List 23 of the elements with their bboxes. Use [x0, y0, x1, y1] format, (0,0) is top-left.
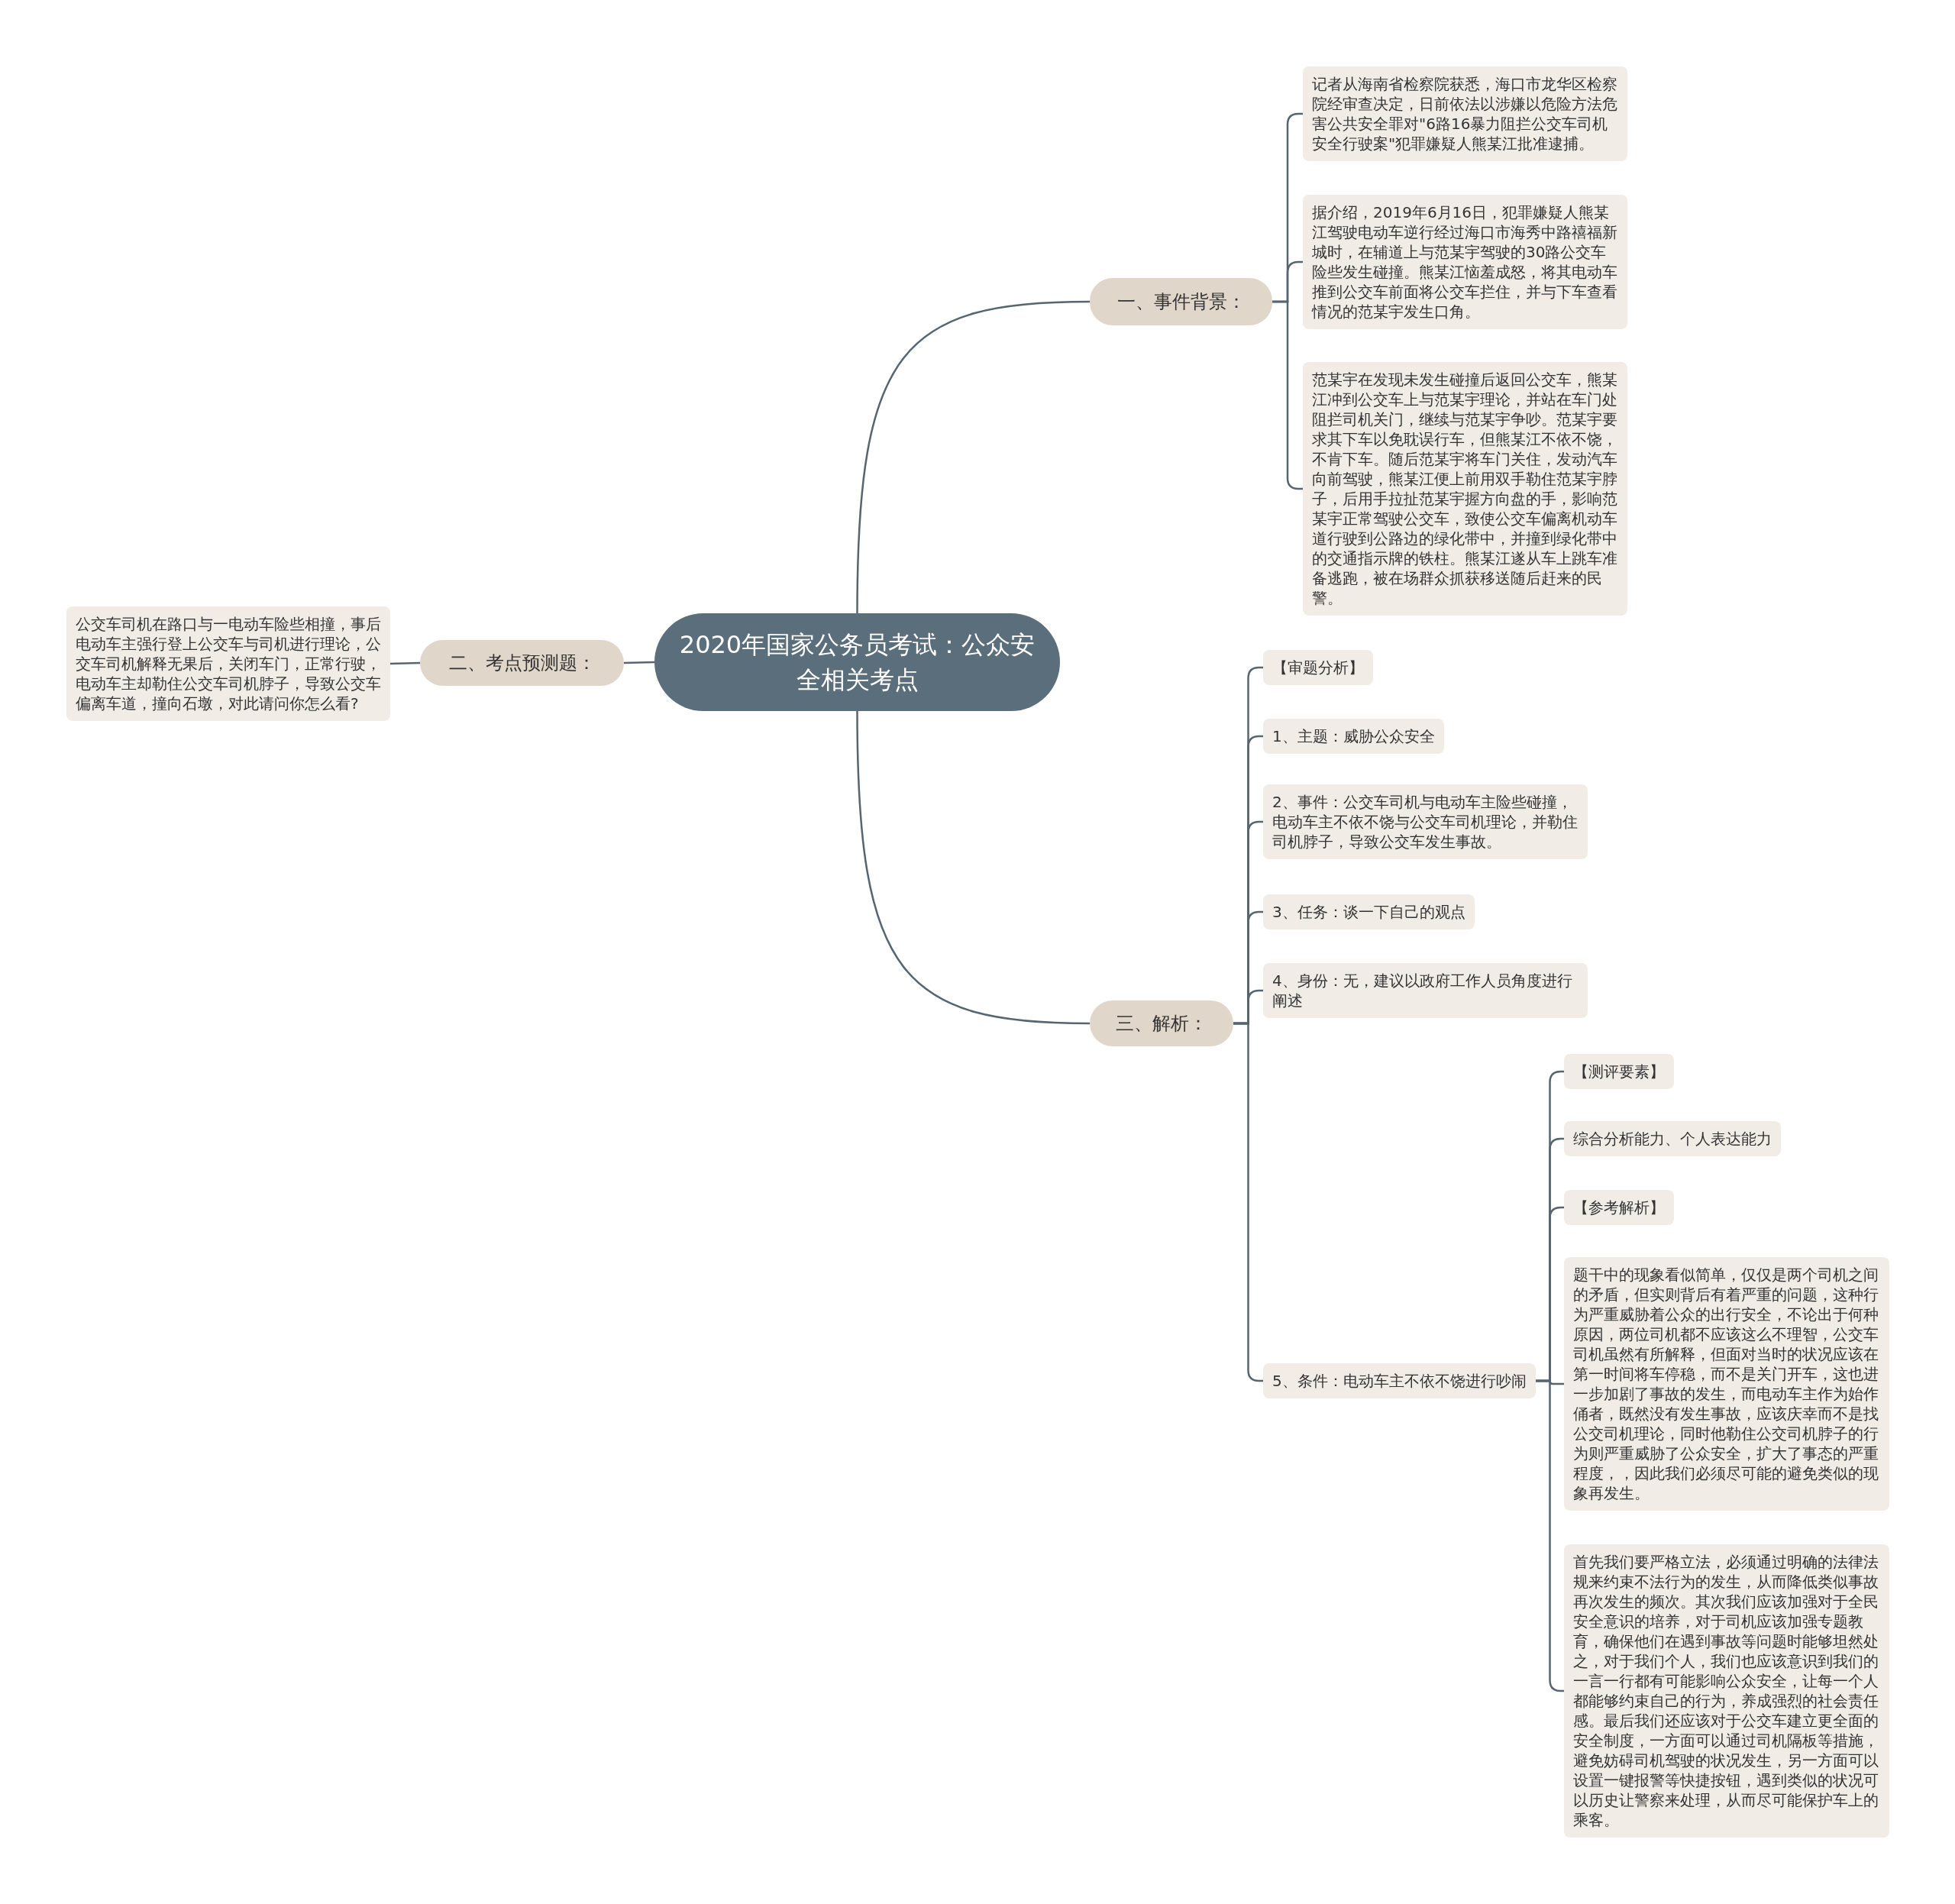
text-box: 题干中的现象看似简单，仅仅是两个司机之间的矛盾，但实则背后有着严重的问题，这种行为严重威胁着公众的出行安全，不论出于何种原因，两位司机都不应该这么不理智，公交车司机虽然有所解释，但面对当时的状况应该在第一时间将车停稳，而不是关门开车，这也进一步加剧了事故的发生，而电动车主作为始作俑者，既然没有发生事故，应该庆幸而不是找公交司机理论，同时他勒住公交司机脖子的行为则严重威胁了公众安全，扩大了事态的严重程度，，因此我们必须尽可能的避免类似的现象再发生。 [1564, 1257, 1889, 1511]
text-box: 公交车司机在路口与一电动车险些相撞，事后电动车主强行登上公交车与司机进行理论，公交车司机解释无果后，关闭车门，正常行驶，电动车主却勒住公交车司机脖子，导致公交车偏离车道，撞向石墩，对此请问你怎么看? [66, 606, 390, 721]
text-box: 据介绍，2019年6月16日，犯罪嫌疑人熊某江驾驶电动车逆行经过海口市海秀中路禧福新城时，在辅道上与范某宇驾驶的30路公交车险些发生碰撞。熊某江恼羞成怒，将其电动车推到公交车前面将公交车拦住，并与下车查看情况的范某宇发生口角。 [1303, 195, 1627, 329]
connector-line [389, 661, 421, 665]
text-box: 4、身份：无，建议以政府工作人员角度进行阐述 [1263, 963, 1588, 1018]
connector-line [856, 711, 1091, 1025]
topic-box: 一、事件背景： [1090, 278, 1272, 325]
central-topic: 2020年国家公务员考试：公众安全相关考点 [654, 613, 1060, 711]
text-box: 首先我们要严格立法，必须通过明确的法律法规来约束不法行为的发生，从而降低类似事故再次发生的频次。其次我们应该加强对于全民安全意识的培养，对于司机应该加强专题教育，确保他们在遇到事故等问题时能够坦然处之，对于我们个人，我们也应该意识到我们的一言一行都有可能影响公众安全，让每一个人都能够约束自己的行为，养成强烈的社会责任感。最后我们还应该对于公交车建立更全面的安全制度，一方面可以通过司机隔板等措施，避免妨碍司机驾驶的状况发生，另一方面可以设置一键报警等快捷按钮，遇到类似的状况可以历史让警察来处理，从而尽可能保护车上的乘客。 [1564, 1544, 1889, 1838]
text-box: 1、主题：威胁公众安全 [1263, 719, 1444, 754]
text-box: 5、条件：电动车主不依不饶进行吵闹 [1263, 1363, 1536, 1398]
connector-line [623, 661, 655, 664]
connector-line [856, 300, 1091, 613]
text-box: 【审题分析】 [1263, 650, 1373, 685]
topic-box: 二、考点预测题： [420, 640, 624, 686]
text-box: 综合分析能力、个人表达能力 [1564, 1121, 1781, 1156]
text-box: 范某宇在发现未发生碰撞后返回公交车，熊某江冲到公交车上与范某宇理论，并站在车门处阻拦司机关门，继续与范某宇争吵。范某宇要求其下车以免耽误行车，但熊某江不依不饶，不肯下车。随后范某宇将车门关住，发动汽车向前驾驶，熊某江便上前用双手勒住范某宇脖子，后用手拉扯范某宇握方向盘的手，影响范某宇正常驾驶公交车，致使公交车偏离机动车道行驶到公路边的绿化带中，并撞到绿化带中的交通指示牌的铁柱。熊某江遂从车上跳车准备逃跑，被在场群众抓获移送随后赶来的民警。 [1303, 362, 1627, 616]
text-box: 记者从海南省检察院获悉，海口市龙华区检察院经审查决定，日前依法以涉嫌以危险方法危害公共安全罪对"6路16暴力阻拦公交车司机安全行驶案"犯罪嫌疑人熊某江批准逮捕。 [1303, 66, 1627, 161]
text-box: 3、任务：谈一下自己的观点 [1263, 894, 1475, 929]
topic-box: 三、解析： [1090, 1000, 1233, 1046]
text-box: 【测评要素】 [1564, 1054, 1674, 1089]
text-box: 【参考解析】 [1564, 1190, 1674, 1225]
text-box: 2、事件：公交车司机与电动车主险些碰撞，电动车主不依不饶与公交车司机理论，并勒住司机脖子，导致公交车发生事故。 [1263, 784, 1588, 859]
